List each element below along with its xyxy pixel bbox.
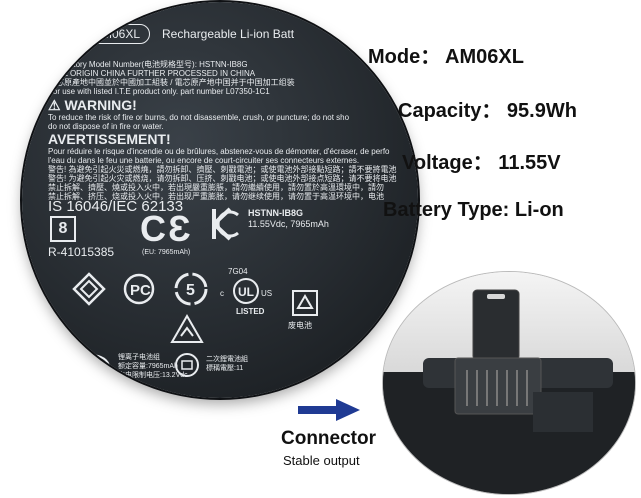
rcm-triangle-mark-icon <box>170 314 204 343</box>
ccc-diamond-mark-icon <box>72 272 106 306</box>
avert-line-1: Pour réduire le risque d'incendie ou de … <box>48 147 390 156</box>
ul-listed-mark-icon: UL c US <box>220 278 272 304</box>
battery-note-2: 標稱電壓:11 <box>206 365 244 372</box>
reg-line-3: 電芯原產地中國並於中國加工組裝 / 電芯原产地中国并于中国加工组装 <box>48 78 295 87</box>
connector-caption: Connector <box>281 428 376 449</box>
bis-mark-icon: 8 <box>50 216 76 242</box>
kc-spec: 11.55Vdc, 7965mAh <box>248 219 329 229</box>
standard-text: IS 16046/IEC 62133 <box>48 198 184 215</box>
connector-closeup <box>383 272 635 494</box>
model-pill: AM06XL <box>84 24 151 44</box>
battery-warning-icon <box>175 353 199 377</box>
cn-line-2: 警告! 为避免引起火灾或燃烧，请勿拆卸、压挤、刺戳电池；或使电池外部接点短路；请… <box>48 174 397 183</box>
battery-label-closeup: AM06XL Rechargeable Li-ion Batt Regulato… <box>22 2 418 398</box>
reg-line-4: For use with listed I.T.E product only. … <box>48 87 270 96</box>
spec-battery-type: Battery Type: Li-on <box>383 199 564 221</box>
battery-note-1: 二次鋰電池組 <box>206 356 248 363</box>
spec-mode: Mode： AM06XL <box>368 46 524 68</box>
cqc-line-2: 额定容量:7965mAh <box>118 363 178 370</box>
recycle-text: 废电池 <box>288 321 312 330</box>
cqc-mark-icon: CQC <box>72 354 110 380</box>
warning-line-1: To reduce the risk of fire or burns, do … <box>48 113 350 122</box>
svg-text:c: c <box>220 289 224 298</box>
kc-model: HSTNN-IB8G <box>248 208 304 218</box>
avert-line-2: l'eau du dans le feu une batterie, ou en… <box>48 156 360 165</box>
kc-mark-icon <box>212 207 239 241</box>
cqc-line-1: 锂离子电池组 <box>118 354 160 361</box>
svg-text:UL: UL <box>238 285 254 299</box>
reg-line-1: Regulatory Model Number(电池规格型号): HSTNN-I… <box>48 60 248 69</box>
svg-text:US: US <box>261 289 272 298</box>
cn-line-1: 警告! 為避免引起火災或燃燒，請勿拆卸、擠壓、刺戳電池；或使電池外部接點短路；請… <box>48 165 397 174</box>
cn-line-3: 禁止拆解、擠壓、燒或投入火中，若出現嚴重膨脹，請勿繼續使用，請勿置於高溫環境中，… <box>48 183 384 192</box>
pct-mark-icon: PC <box>123 273 155 305</box>
code-7g04: 7G04 <box>228 267 248 276</box>
ce-note: (EU: 7965mAh) <box>142 249 191 256</box>
ce-mark-icon: CƐ <box>140 208 193 249</box>
arrow-right-icon <box>298 399 360 421</box>
cn-line-4: 禁止拆解、挤压、烧或投入火中，若出现严重膨胀，请勿继续使用，请勿置于高温环境中，… <box>48 192 384 201</box>
recycling-battery-icon <box>292 290 318 316</box>
warning-line-2: do not dispose of in fire or water. <box>48 122 164 131</box>
label-title: Rechargeable Li-ion Batt <box>162 27 295 41</box>
spec-voltage: Voltage： 11.55V <box>402 152 561 174</box>
bis-number: R-41015385 <box>48 245 115 259</box>
connector-illustration <box>383 289 635 494</box>
avertissement-title: AVERTISSEMENT! <box>48 131 171 147</box>
cqc-line-3: 充电限制电压:13.2Vdc <box>118 372 188 379</box>
svg-text:PC: PC <box>130 282 151 299</box>
svg-text:5: 5 <box>186 282 195 299</box>
reg-line-2: CELL ORIGIN CHINA FURTHER PROCESSED IN C… <box>48 69 256 78</box>
listed-text: LISTED <box>236 307 265 316</box>
warning-title: ⚠ WARNING! <box>48 97 137 113</box>
connector-subtitle: Stable output <box>283 453 360 468</box>
recycle-5-icon: 5 <box>174 272 208 306</box>
spec-capacity: Capacity： 95.9Wh <box>398 100 577 122</box>
